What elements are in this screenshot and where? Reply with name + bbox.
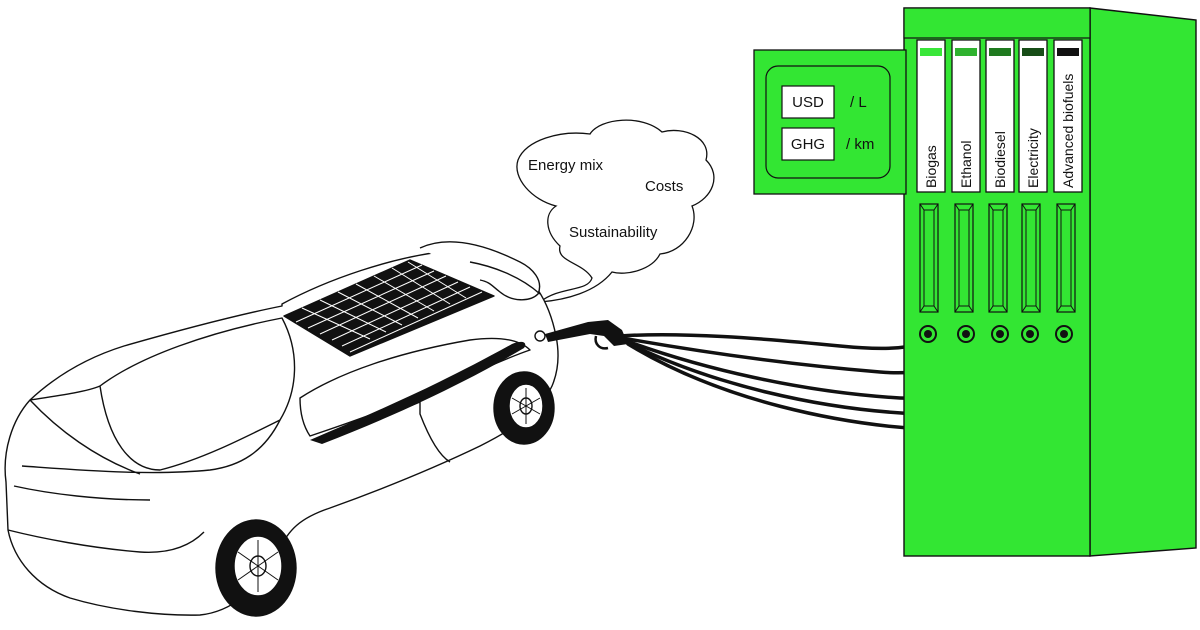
pump-side-face <box>1089 7 1197 557</box>
fuel-label-slot <box>951 39 981 193</box>
front-bumper <box>7 529 205 554</box>
per-km-label: / km <box>846 136 874 153</box>
fuel-meter-bevel <box>988 203 1008 313</box>
fuel-meter-inner <box>992 209 1004 307</box>
cloud-text-sustainability: Sustainability <box>569 224 658 241</box>
price-display-panel: USD / L GHG / km <box>753 49 907 195</box>
fuel-meter-inner <box>1060 209 1072 307</box>
thought-cloud: Energy mix Costs Sustainability <box>516 119 715 303</box>
hose-socket-core <box>1026 330 1034 338</box>
fuel-meter-inner <box>1025 209 1037 307</box>
front-light <box>13 485 151 501</box>
fuel-column-electricity: Electricity <box>1018 39 1048 343</box>
fuel-columns: Biogas Ethanol Biodiesel Electricity Advance… <box>916 39 1083 343</box>
fuel-meter-biodiesel <box>988 203 1008 313</box>
fuel-label-advanced-biofuels: Advanced biofuels <box>1060 74 1076 188</box>
rear-spoiler <box>419 241 541 301</box>
cloud-outline <box>516 119 715 303</box>
fuel-indicator-ethanol <box>955 48 977 56</box>
rear-wheel <box>493 371 555 445</box>
fuel-meter-electricity <box>1021 203 1041 313</box>
fuel-column-biogas: Biogas <box>916 39 946 343</box>
fuel-meter-inner <box>923 209 935 307</box>
fuel-meter-advanced-biofuels <box>1056 203 1076 313</box>
cloud-text-energy-mix: Energy mix <box>528 157 604 174</box>
fuel-indicator-advanced-biofuels <box>1057 48 1079 56</box>
fuel-meter-biogas <box>919 203 939 313</box>
fuel-meter-bevel <box>954 203 974 313</box>
hood-line <box>29 385 141 475</box>
pump-top-panel <box>903 7 1091 39</box>
fuel-meter-bevel <box>1056 203 1076 313</box>
fuel-label-biogas: Biogas <box>923 145 939 188</box>
fuel-label-biodiesel: Biodiesel <box>992 131 1008 188</box>
fuel-meter-ethanol <box>954 203 974 313</box>
hood-crease <box>21 419 281 474</box>
spoiler-fin <box>469 261 541 295</box>
front-wheel <box>215 519 297 617</box>
fuel-label-slot <box>1018 39 1048 193</box>
cloud-text-costs: Costs <box>645 178 683 195</box>
solar-panel-roof <box>283 259 495 357</box>
charging-port <box>534 330 546 342</box>
fuel-column-advanced-biofuels: Advanced biofuels <box>1053 39 1083 343</box>
fuel-label-slot <box>916 39 946 193</box>
fuel-indicator-electricity <box>1022 48 1044 56</box>
hose-socket-core <box>962 330 970 338</box>
usd-box <box>781 85 835 119</box>
hose-socket-core <box>996 330 1004 338</box>
fuel-nozzle <box>545 320 628 350</box>
fuel-meter-bevel <box>919 203 939 313</box>
ghg-box <box>781 127 835 161</box>
windshield <box>99 317 296 471</box>
fuel-label-ethanol: Ethanol <box>958 141 974 188</box>
fuel-label-slot <box>1053 39 1083 193</box>
side-stripe <box>310 341 526 444</box>
fuel-meter-bevel <box>1021 203 1041 313</box>
fuel-indicator-biodiesel <box>989 48 1011 56</box>
fuel-column-ethanol: Ethanol <box>951 39 981 343</box>
ghg-label: GHG <box>791 136 825 153</box>
fuel-column-biodiesel: Biodiesel <box>985 39 1015 343</box>
per-liter-label: / L <box>850 94 867 111</box>
fuel-label-slot <box>985 39 1015 193</box>
usd-label: USD <box>792 94 824 111</box>
hose-socket-core <box>1060 330 1068 338</box>
display-screen <box>765 65 891 179</box>
car-body-outline <box>4 249 559 616</box>
fuel-meter-inner <box>958 209 970 307</box>
fuel-indicator-biogas <box>920 48 942 56</box>
solar-car <box>4 241 559 617</box>
hose-socket-core <box>924 330 932 338</box>
fuel-pump <box>903 7 1197 557</box>
fuel-label-electricity: Electricity <box>1025 128 1041 188</box>
